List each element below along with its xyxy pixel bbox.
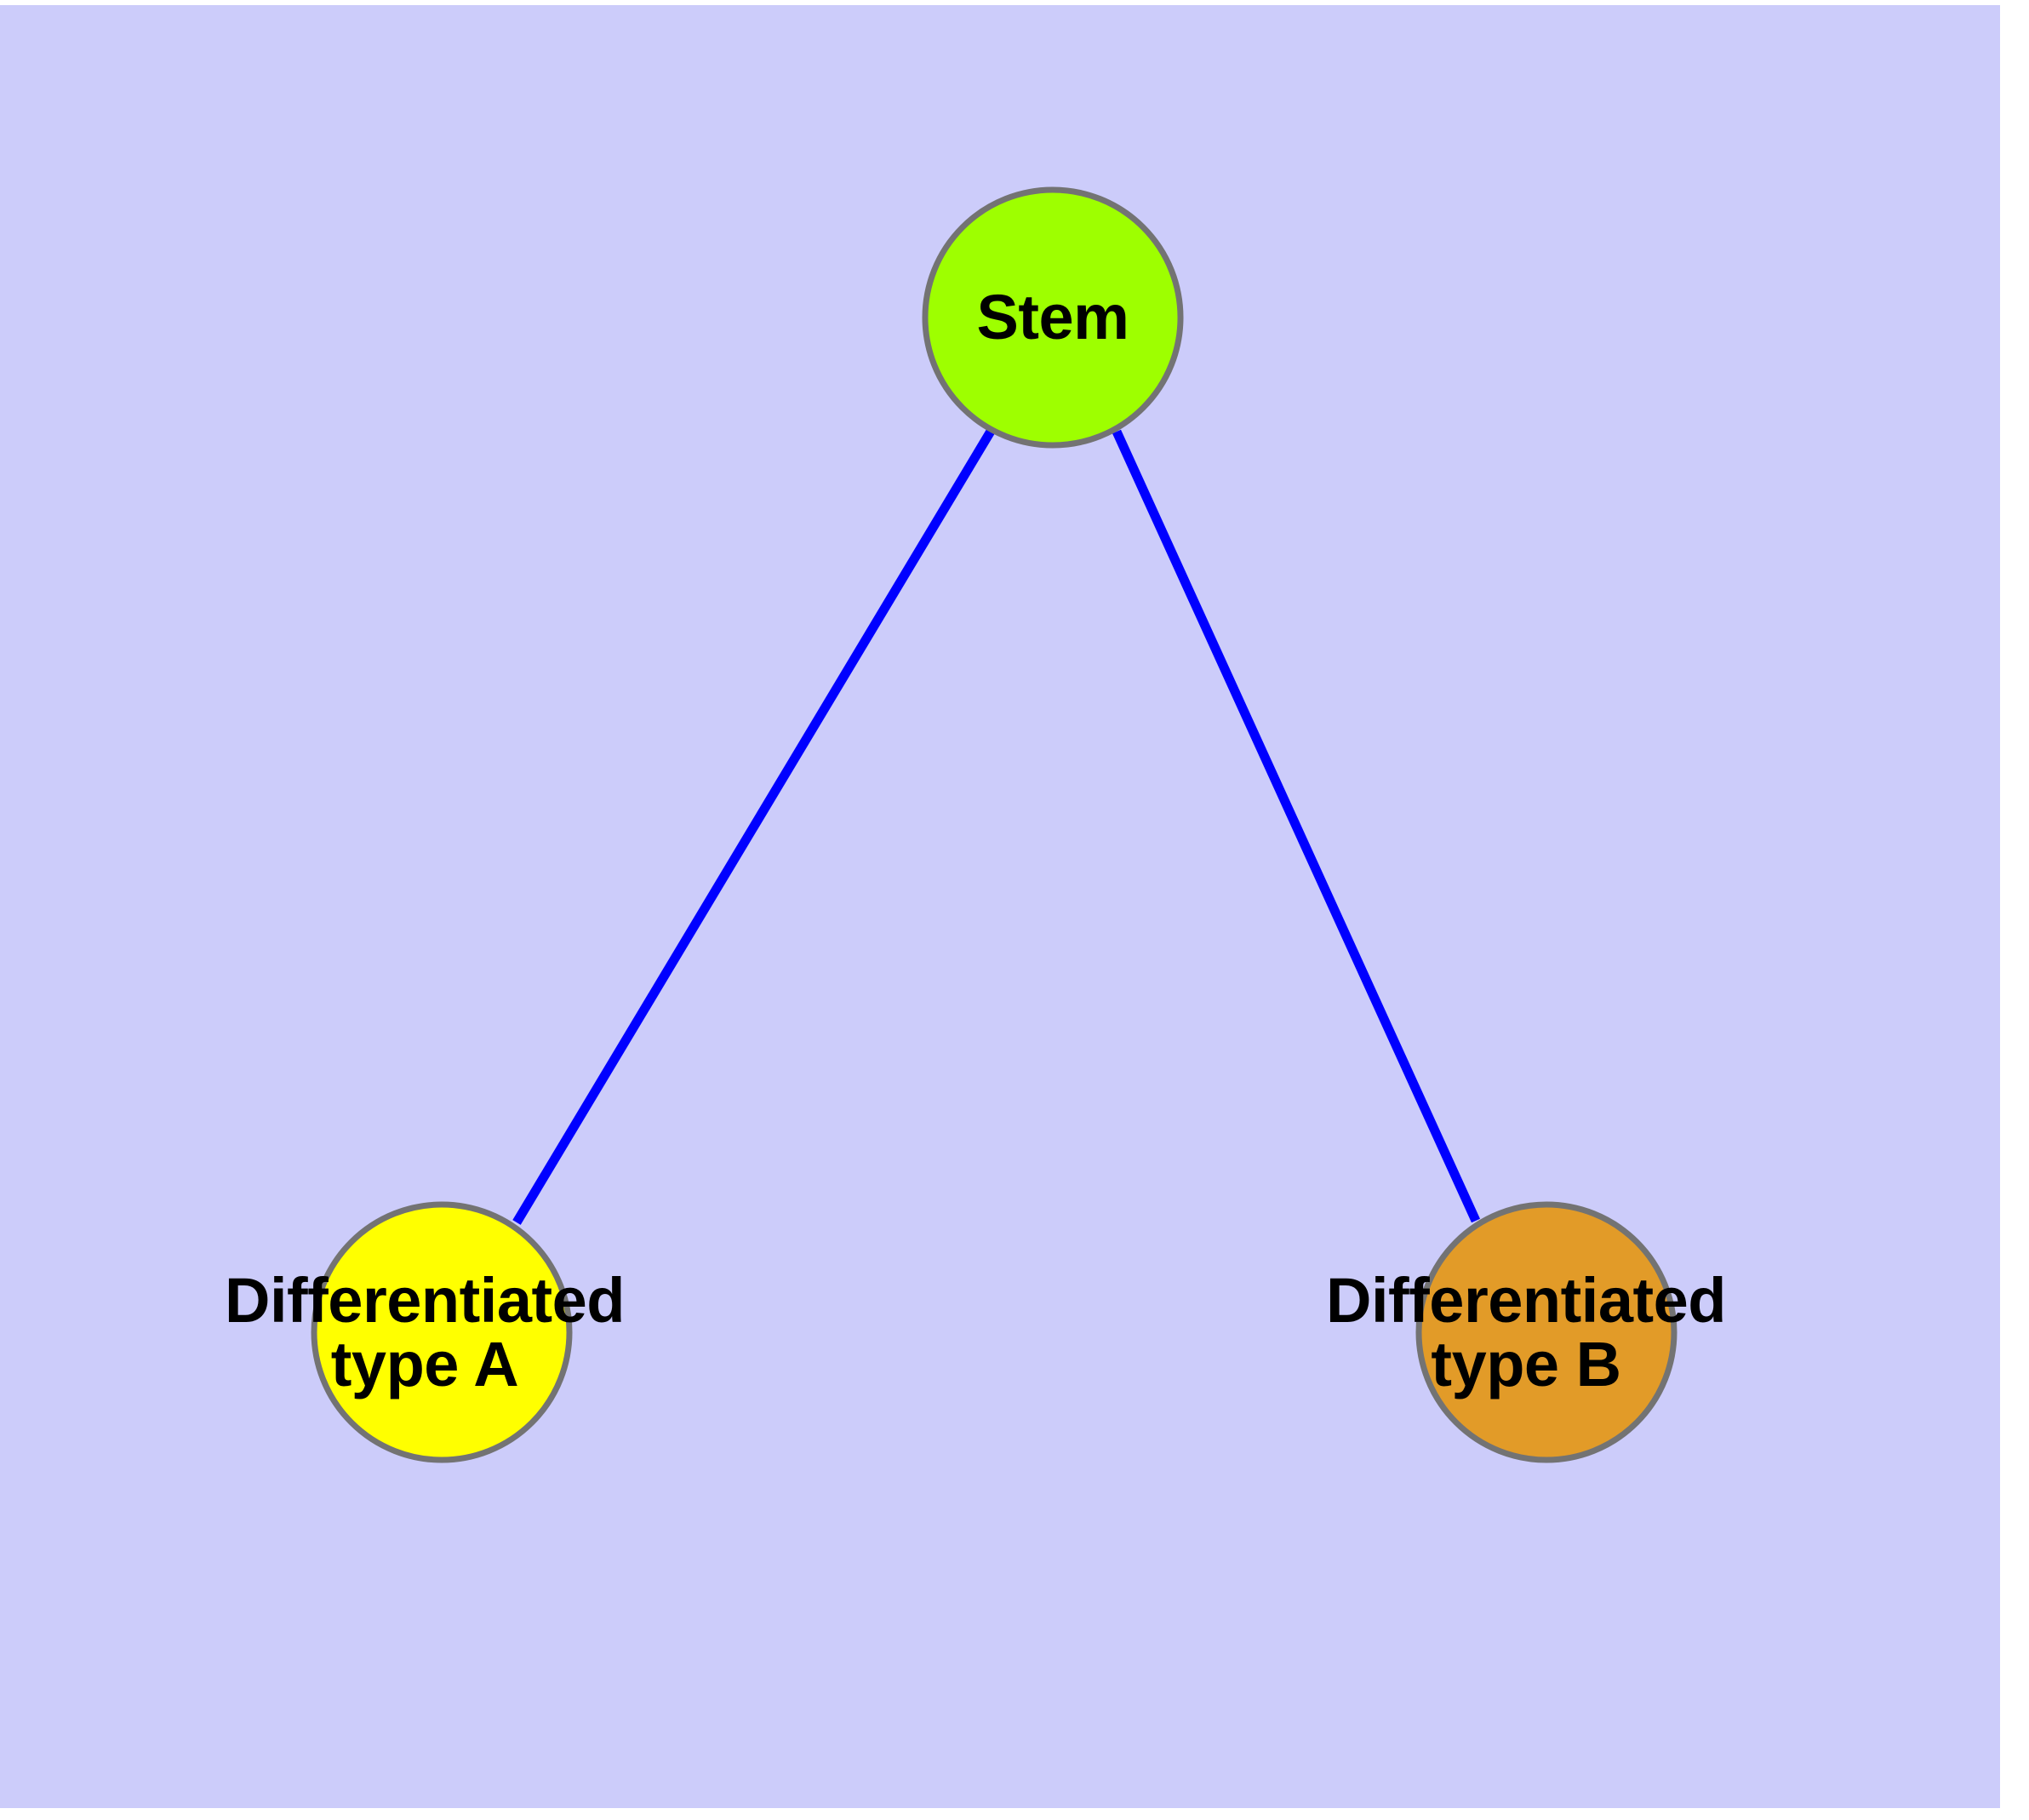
node-differentiated-type-b[interactable] [1415,1201,1677,1463]
edge-stem-to-differentiated-type-b[interactable] [1112,429,1481,1223]
edges-layer [512,427,1481,1225]
nodes-layer [311,186,1677,1463]
node-stem[interactable] [922,186,1184,449]
edge-stem-to-differentiated-type-a[interactable] [512,427,996,1225]
node-differentiated-type-a[interactable] [311,1201,573,1463]
